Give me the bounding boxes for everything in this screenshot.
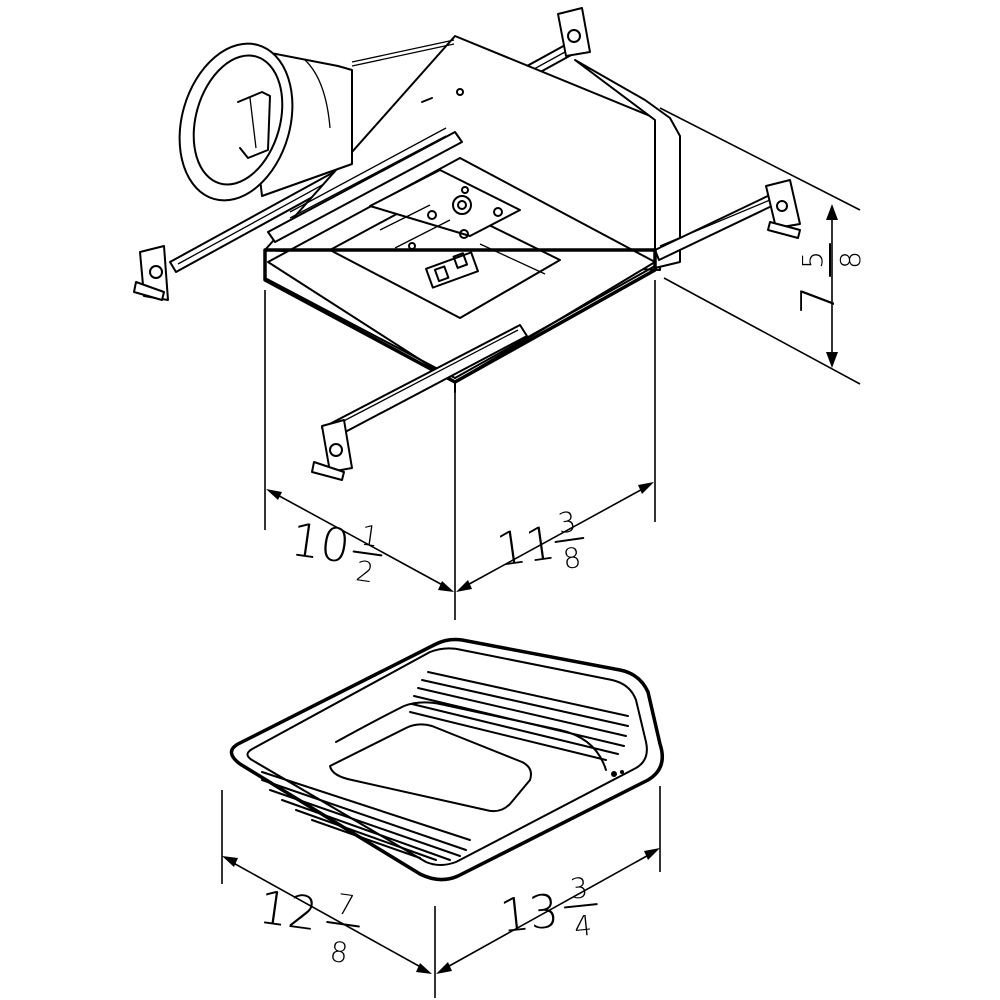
grille-depth-numerator: 3	[568, 871, 589, 906]
housing-depth-denominator: 8	[561, 541, 583, 576]
grille-depth-whole: 13	[497, 883, 561, 943]
grille-width-whole: 12	[256, 880, 321, 942]
grille-depth-denominator: 4	[572, 909, 593, 944]
housing-height-denominator: 8	[834, 251, 867, 269]
front-hanger-bar	[267, 127, 801, 261]
fan-grille	[229, 637, 664, 882]
housing-width-dimension	[266, 489, 454, 592]
logo-mark	[611, 771, 617, 777]
housing-depth-whole: 11	[493, 515, 558, 577]
housing-width-denominator: 2	[354, 554, 376, 589]
grille-outline	[229, 637, 664, 882]
housing-depth-numerator: 3	[556, 505, 578, 540]
housing-depth-dimension	[456, 482, 654, 592]
grille-depth-dimension	[436, 848, 660, 974]
housing-height-whole: 7	[791, 285, 845, 314]
grille-vents-left	[261, 771, 471, 861]
housing-height-label: 7 5 8	[791, 243, 867, 315]
lower-hanger-bar	[311, 324, 528, 481]
housing-width-numerator: 1	[359, 519, 381, 554]
housing-rim	[263, 248, 657, 384]
housing-height-dimension	[826, 204, 838, 368]
housing-side-panel	[574, 59, 681, 269]
grille-width-dimension	[222, 856, 432, 974]
grille-width-denominator: 8	[328, 935, 350, 970]
grille-depth-label: 13 3 4	[497, 871, 598, 944]
grille-width-label: 12 7 8	[256, 880, 360, 970]
duct-collar	[178, 42, 353, 202]
grille-vents-right	[409, 671, 629, 761]
housing-depth-label: 11 3 8	[493, 505, 585, 577]
grille-width-numerator: 7	[335, 887, 357, 922]
housing-height-numerator: 5	[796, 251, 829, 269]
fan-housing	[133, 7, 801, 481]
grille-lens	[329, 723, 532, 813]
housing-width-label: 10 1 2	[288, 512, 383, 589]
housing-width-whole: 10	[288, 512, 353, 574]
